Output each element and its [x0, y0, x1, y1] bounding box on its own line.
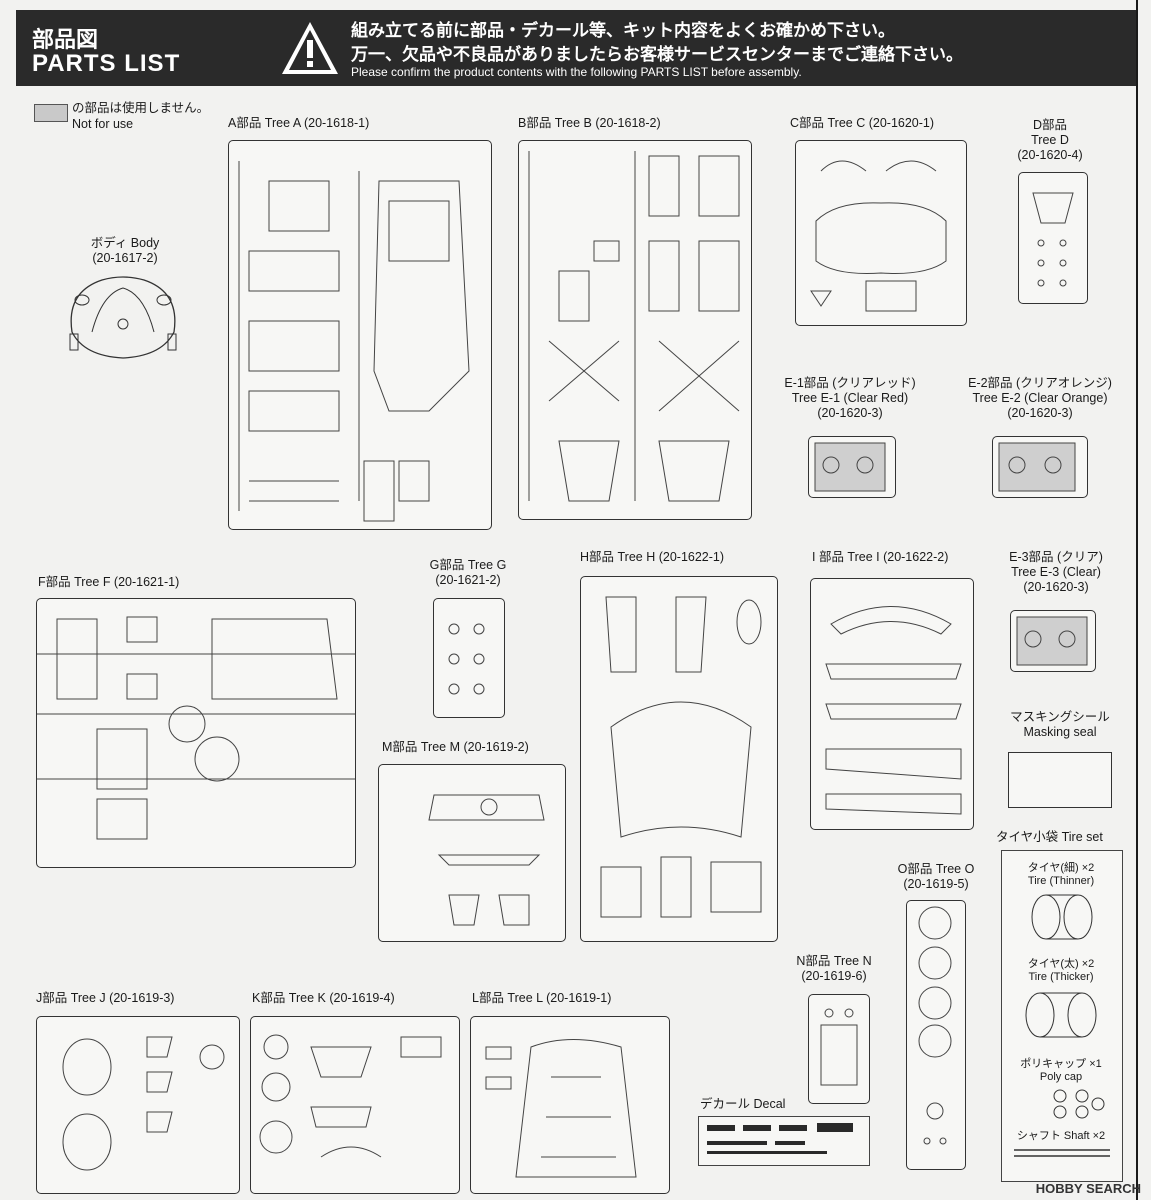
body-part-drawing	[69, 276, 177, 359]
header-banner: 部品図 PARTS LIST 組み立てる前に部品・デカール等、キット内容をよくお…	[16, 10, 1136, 86]
tree-e1-label: E-1部品 (クリアレッド)Tree E-1 (Clear Red)(20-16…	[784, 376, 916, 420]
tree-m-label: M部品 Tree M (20-1619-2)	[382, 740, 529, 754]
tree-n-sprue	[808, 994, 870, 1104]
warning-text-jp-1: 組み立てる前に部品・デカール等、キット内容をよくお確かめ下さい。	[351, 21, 895, 40]
tree-j-sprue	[36, 1016, 240, 1194]
right-border	[1136, 0, 1138, 1200]
tree-e3-label: E-3部品 (クリア)Tree E-3 (Clear)(20-1620-3)	[1009, 550, 1103, 594]
tree-a-label: A部品 Tree A (20-1618-1)	[228, 116, 370, 130]
tree-l-sprue	[470, 1016, 670, 1194]
tire-thick-icon	[1025, 992, 1097, 1038]
tree-c-sprue	[795, 140, 967, 326]
page-title-jp: 部品図	[32, 27, 99, 52]
tree-l-label: L部品 Tree L (20-1619-1)	[472, 991, 612, 1005]
tree-body-label: ボディ Body(20-1617-2)	[90, 236, 160, 265]
tree-h-sprue	[580, 576, 778, 942]
polycap-icon	[1053, 1089, 1105, 1119]
shaft-label: シャフト Shaft ×2	[1016, 1130, 1106, 1142]
tree-i-label: I 部品 Tree I (20-1622-2)	[812, 550, 949, 564]
tree-h-label: H部品 Tree H (20-1622-1)	[580, 550, 725, 564]
tree-f-label: F部品 Tree F (20-1621-1)	[38, 575, 180, 589]
shaft-icon	[1014, 1149, 1110, 1157]
tireset-box	[1001, 850, 1123, 1182]
tree-i-sprue	[810, 578, 974, 830]
decal-sheet	[698, 1116, 870, 1166]
tree-b-label: B部品 Tree B (20-1618-2)	[518, 116, 661, 130]
tree-k-label: K部品 Tree K (20-1619-4)	[252, 991, 395, 1005]
tree-d-sprue	[1018, 172, 1088, 304]
tree-a-sprue	[228, 140, 492, 530]
watermark-logo: HOBBY SEARCH	[1035, 1181, 1141, 1196]
tree-o-label: O部品 Tree O(20-1619-5)	[897, 862, 975, 891]
tree-n-label: N部品 Tree N(20-1619-6)	[796, 954, 872, 983]
tree-j-label: J部品 Tree J (20-1619-3)	[36, 991, 175, 1005]
not-for-use-swatch	[34, 104, 68, 122]
tree-e2-label: E-2部品 (クリアオレンジ)Tree E-2 (Clear Orange)(2…	[968, 376, 1112, 420]
tree-c-label: C部品 Tree C (20-1620-1)	[790, 116, 935, 130]
tree-f-sprue	[36, 598, 356, 868]
warning-text-jp-2: 万一、欠品や不良品がありましたらお客様サービスセンターまでご連絡下さい。	[351, 45, 963, 64]
warning-text-en: Please confirm the product contents with…	[351, 65, 802, 79]
tree-e2-sprue	[992, 436, 1088, 498]
tree-g-sprue	[433, 598, 505, 718]
tree-e3-sprue	[1010, 610, 1096, 672]
legend-jp: の部品は使用しません。	[72, 101, 210, 115]
tree-e1-sprue	[808, 436, 896, 498]
tire-thin-icon	[1031, 894, 1093, 940]
masking-seal-sheet	[1008, 752, 1112, 808]
warning-icon	[282, 22, 338, 74]
tree-o-sprue	[906, 900, 966, 1170]
tree-m-sprue	[378, 764, 566, 942]
page-title: PARTS LIST	[32, 50, 181, 77]
decal-label: デカール Decal	[700, 1097, 786, 1111]
tireset-title: タイヤ小袋 Tire set	[996, 830, 1103, 844]
tree-g-label: G部品 Tree G(20-1621-2)	[429, 558, 507, 587]
tree-k-sprue	[250, 1016, 460, 1194]
tree-b-sprue	[518, 140, 752, 520]
legend-en: Not for use	[72, 117, 134, 131]
